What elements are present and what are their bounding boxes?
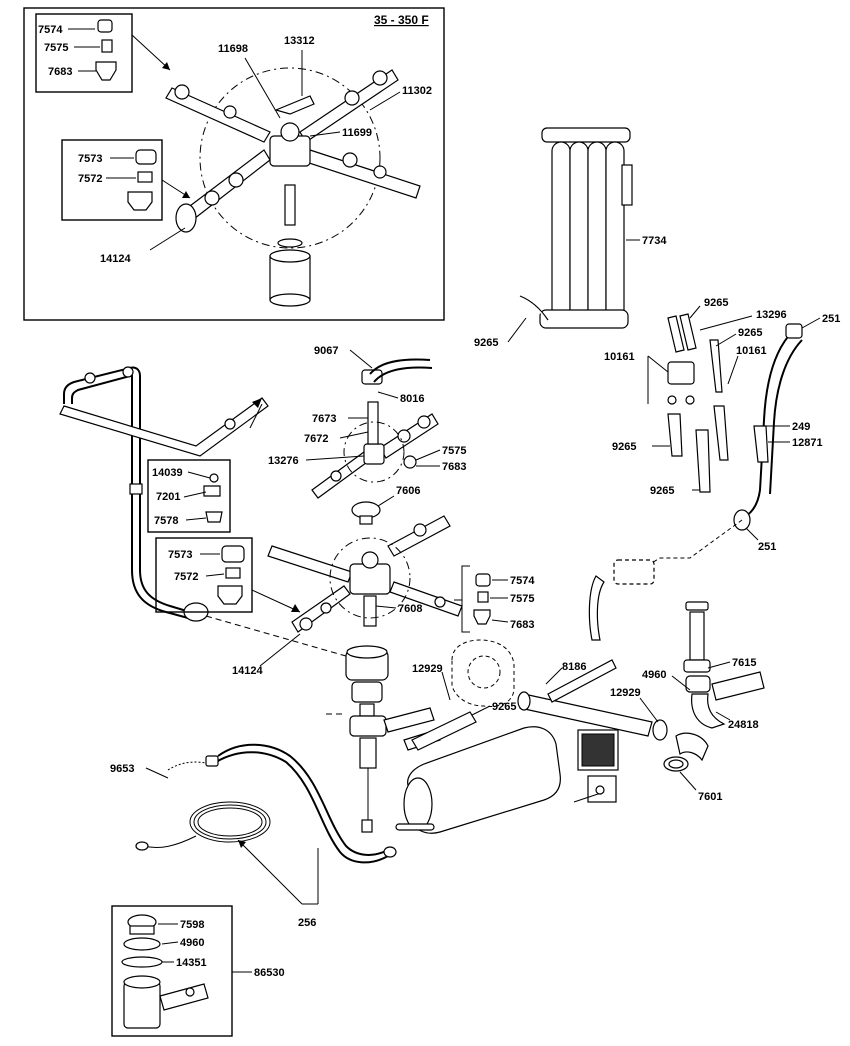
inset-frame — [23, 7, 445, 321]
label-251-top: 251 — [822, 313, 840, 325]
label-13312: 13312 — [284, 35, 315, 47]
inset-title: 35 - 350 F — [374, 13, 429, 27]
spray-arms — [165, 69, 421, 233]
label-13276: 13276 — [268, 455, 299, 467]
label-9265-hose-b: 9265 — [738, 327, 762, 339]
tank — [395, 726, 561, 834]
nozzle-parts-d — [473, 573, 491, 625]
label-251-bottom: 251 — [758, 541, 776, 553]
left-pipe-frame — [59, 366, 269, 622]
elbow-fitting — [652, 719, 709, 762]
subbox-14039 — [147, 459, 231, 533]
pump-column — [345, 645, 441, 833]
nozzle-parts-c — [217, 545, 245, 605]
label-8016: 8016 — [400, 393, 424, 405]
label-4960-bottom: 4960 — [180, 937, 204, 949]
label-7608: 7608 — [398, 603, 422, 615]
label-13296: 13296 — [756, 309, 787, 321]
filter-element — [269, 184, 311, 307]
label-7606: 7606 — [396, 485, 420, 497]
spray-nozzle-9653 — [167, 755, 219, 771]
label-24818: 24818 — [728, 719, 759, 731]
label-7572-inset: 7572 — [78, 173, 102, 185]
label-7734: 7734 — [642, 235, 667, 247]
label-4960-right: 4960 — [642, 669, 666, 681]
label-9265-hose-c: 9265 — [612, 441, 636, 453]
label-8186: 8186 — [562, 661, 586, 673]
label-7573-inset: 7573 — [78, 153, 102, 165]
label-7683: 7683 — [48, 66, 72, 78]
upper-spray-arm — [311, 358, 439, 499]
container-86530 — [121, 914, 209, 1029]
label-7575-mid: 7575 — [442, 445, 466, 457]
motor-ghost — [451, 639, 515, 707]
label-12929-right: 12929 — [610, 687, 641, 699]
label-9653: 9653 — [110, 763, 134, 775]
label-7573-mid: 7573 — [168, 549, 192, 561]
nozzle-parts-a — [95, 19, 117, 81]
filter-7615 — [683, 601, 765, 729]
label-10161-right: 10161 — [736, 345, 767, 357]
label-14039: 14039 — [152, 467, 183, 479]
label-9067: 9067 — [314, 345, 338, 357]
label-7578: 7578 — [154, 515, 178, 527]
label-7683-mid: 7683 — [442, 461, 466, 473]
label-86530: 86530 — [254, 967, 285, 979]
label-7598: 7598 — [180, 919, 204, 931]
label-7672: 7672 — [304, 433, 328, 445]
lower-spray-arm — [267, 515, 463, 633]
label-11698: 11698 — [218, 43, 248, 55]
label-7574-mid: 7574 — [510, 575, 535, 587]
label-12929-left: 12929 — [412, 663, 443, 675]
label-9265-hose-d: 9265 — [650, 485, 674, 497]
tube-256 — [135, 743, 397, 864]
label-7683-right: 7683 — [510, 619, 534, 631]
label-256: 256 — [298, 917, 316, 929]
label-11699: 11699 — [342, 127, 372, 139]
right-hoses — [667, 313, 803, 531]
label-14124-mid: 14124 — [232, 665, 263, 677]
label-7572-mid: 7572 — [174, 571, 198, 583]
label-12871: 12871 — [792, 437, 823, 449]
label-7575: 7575 — [44, 42, 68, 54]
label-9265-hose-a: 9265 — [704, 297, 728, 309]
label-7615: 7615 — [732, 657, 756, 669]
subbox-7574 — [35, 13, 133, 93]
label-9265-mid: 9265 — [492, 701, 516, 713]
subbox-86530 — [111, 905, 233, 1037]
pipe-8186 — [517, 659, 653, 737]
label-11302: 11302 — [402, 85, 432, 97]
label-7575-right: 7575 — [510, 593, 534, 605]
inset-35-350f: 35 - 350 F 7574 7575 7683 — [23, 7, 445, 321]
label-7601: 7601 — [698, 791, 722, 803]
label-14351: 14351 — [176, 957, 207, 969]
heater-block — [573, 729, 619, 803]
label-249: 249 — [792, 421, 810, 433]
subbox-7573-mid — [155, 537, 253, 613]
label-10161-left: 10161 — [604, 351, 635, 363]
valve-cluster — [613, 559, 655, 585]
label-7574: 7574 — [38, 24, 63, 36]
central-hub — [269, 95, 315, 167]
radiator-7734 — [519, 127, 633, 329]
label-7673: 7673 — [312, 413, 336, 425]
jet-parts — [203, 473, 223, 523]
label-7201: 7201 — [156, 491, 180, 503]
nozzle-parts-b — [127, 149, 157, 211]
cap-7606 — [351, 501, 381, 525]
label-9265-radiator: 9265 — [474, 337, 498, 349]
label-14124-inset: 14124 — [100, 253, 131, 265]
